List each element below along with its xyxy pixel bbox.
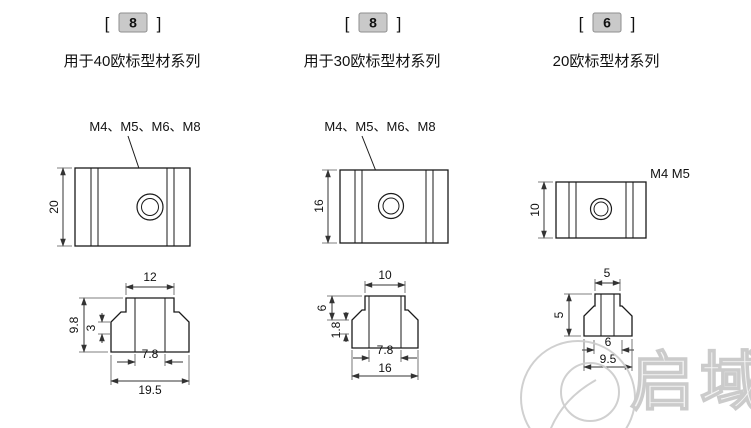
col3-bracket-right: ] — [631, 14, 636, 33]
watermark-logo-swoosh — [549, 379, 597, 428]
watermark-logo-inner-circle — [560, 362, 620, 422]
col3-size-number: 6 — [603, 15, 611, 31]
col1-subtitle: 用于40欧标型材系列 — [64, 53, 201, 70]
col2-dim-height: 16 — [312, 199, 326, 213]
col3-subtitle: 20欧标型材系列 — [553, 53, 660, 70]
col3-dim-top-width: 5 — [604, 266, 611, 280]
col1-dim-step-height: 3 — [84, 324, 98, 331]
col3-front-view: 10 — [528, 181, 647, 239]
col3-bracket-left: [ — [579, 14, 584, 33]
col2-bracket-right: ] — [397, 14, 402, 33]
col1-profile-view: 12 9.8 3 7.8 19.5 — [67, 270, 190, 397]
col1-dim-base-width: 19.5 — [138, 383, 162, 397]
col2-dim-base-width: 16 — [378, 361, 392, 375]
col1-thread-hole-outer — [136, 193, 164, 221]
col2-front-view: 16 — [312, 169, 449, 244]
col1-dim-top-width: 12 — [143, 270, 157, 284]
col2-dim10-ext — [364, 281, 406, 293]
column-20-series: [ 6 ] 20欧标型材系列 M4 M5 10 5 5 — [528, 12, 690, 371]
col3-dim-slot-width: 6 — [605, 335, 612, 349]
col1-front-view: 20 — [47, 167, 191, 247]
col3-profile-hole-lines — [600, 294, 615, 336]
col3-thread-hole-inner — [593, 201, 609, 217]
col1-dim12-ext — [125, 283, 175, 295]
watermark-logo-circle — [520, 340, 636, 428]
col3-dim5top-ext — [594, 279, 621, 291]
col3-front-groove-lines — [568, 182, 634, 238]
col3-profile-body — [583, 293, 633, 337]
col1-size-number: 8 — [129, 15, 137, 31]
col3-dim-base-width: 9.5 — [600, 352, 617, 366]
col1-front-body — [74, 167, 191, 247]
col1-bracket-left: [ — [105, 14, 110, 33]
col2-thread-label: M4、M5、M6、M8 — [324, 119, 435, 134]
col1-dim-slot-width: 7.8 — [142, 347, 159, 361]
col3-dim-side-height: 5 — [552, 311, 566, 318]
column-30-series: [ 8 ] 用于30欧标型材系列 M4、M5、M6、M8 16 10 6 — [304, 12, 449, 380]
col2-dim-top-width: 10 — [378, 268, 392, 282]
col3-thread-label: M4 M5 — [650, 166, 690, 181]
col2-dim-step-height: 1.8 — [329, 321, 343, 338]
col2-front-groove-lines — [354, 170, 434, 243]
col3-profile-view: 5 5 6 9.5 — [552, 266, 634, 371]
col1-profile-hole-lines — [134, 298, 166, 352]
col3-size-badge — [592, 12, 622, 33]
col3-dim-height: 10 — [528, 203, 542, 217]
col2-profile-hole-lines — [368, 296, 402, 348]
col2-thread-hole-outer — [377, 192, 405, 220]
col2-thread-hole-inner — [382, 197, 400, 215]
col1-front-groove-lines — [90, 168, 175, 246]
column-40-series: [ 8 ] 用于40欧标型材系列 M4、M5、M6、M8 20 12 — [47, 12, 201, 397]
col2-profile-view: 10 6 1.8 7.8 16 — [315, 268, 419, 380]
col2-profile-body — [351, 295, 419, 349]
col1-dim-height: 20 — [47, 200, 61, 214]
col2-size-badge — [358, 12, 388, 33]
col1-profile-body — [110, 297, 190, 353]
col2-size-number: 8 — [369, 15, 377, 31]
col2-bracket-left: [ — [345, 14, 350, 33]
col1-bracket-right: ] — [157, 14, 162, 33]
col1-thread-label: M4、M5、M6、M8 — [89, 119, 200, 134]
col2-dim-total-height: 6 — [315, 304, 329, 311]
col1-size-badge — [118, 12, 148, 33]
col1-dim3-ext — [98, 321, 110, 335]
col1-dim-total-height: 9.8 — [67, 316, 81, 333]
col2-subtitle: 用于30欧标型材系列 — [304, 53, 441, 70]
col1-thread-hole-inner — [141, 198, 159, 216]
col2-dim-slot-width: 7.8 — [377, 343, 394, 357]
watermark-text: 启域 — [630, 346, 751, 418]
watermark: 启域 — [520, 340, 751, 428]
